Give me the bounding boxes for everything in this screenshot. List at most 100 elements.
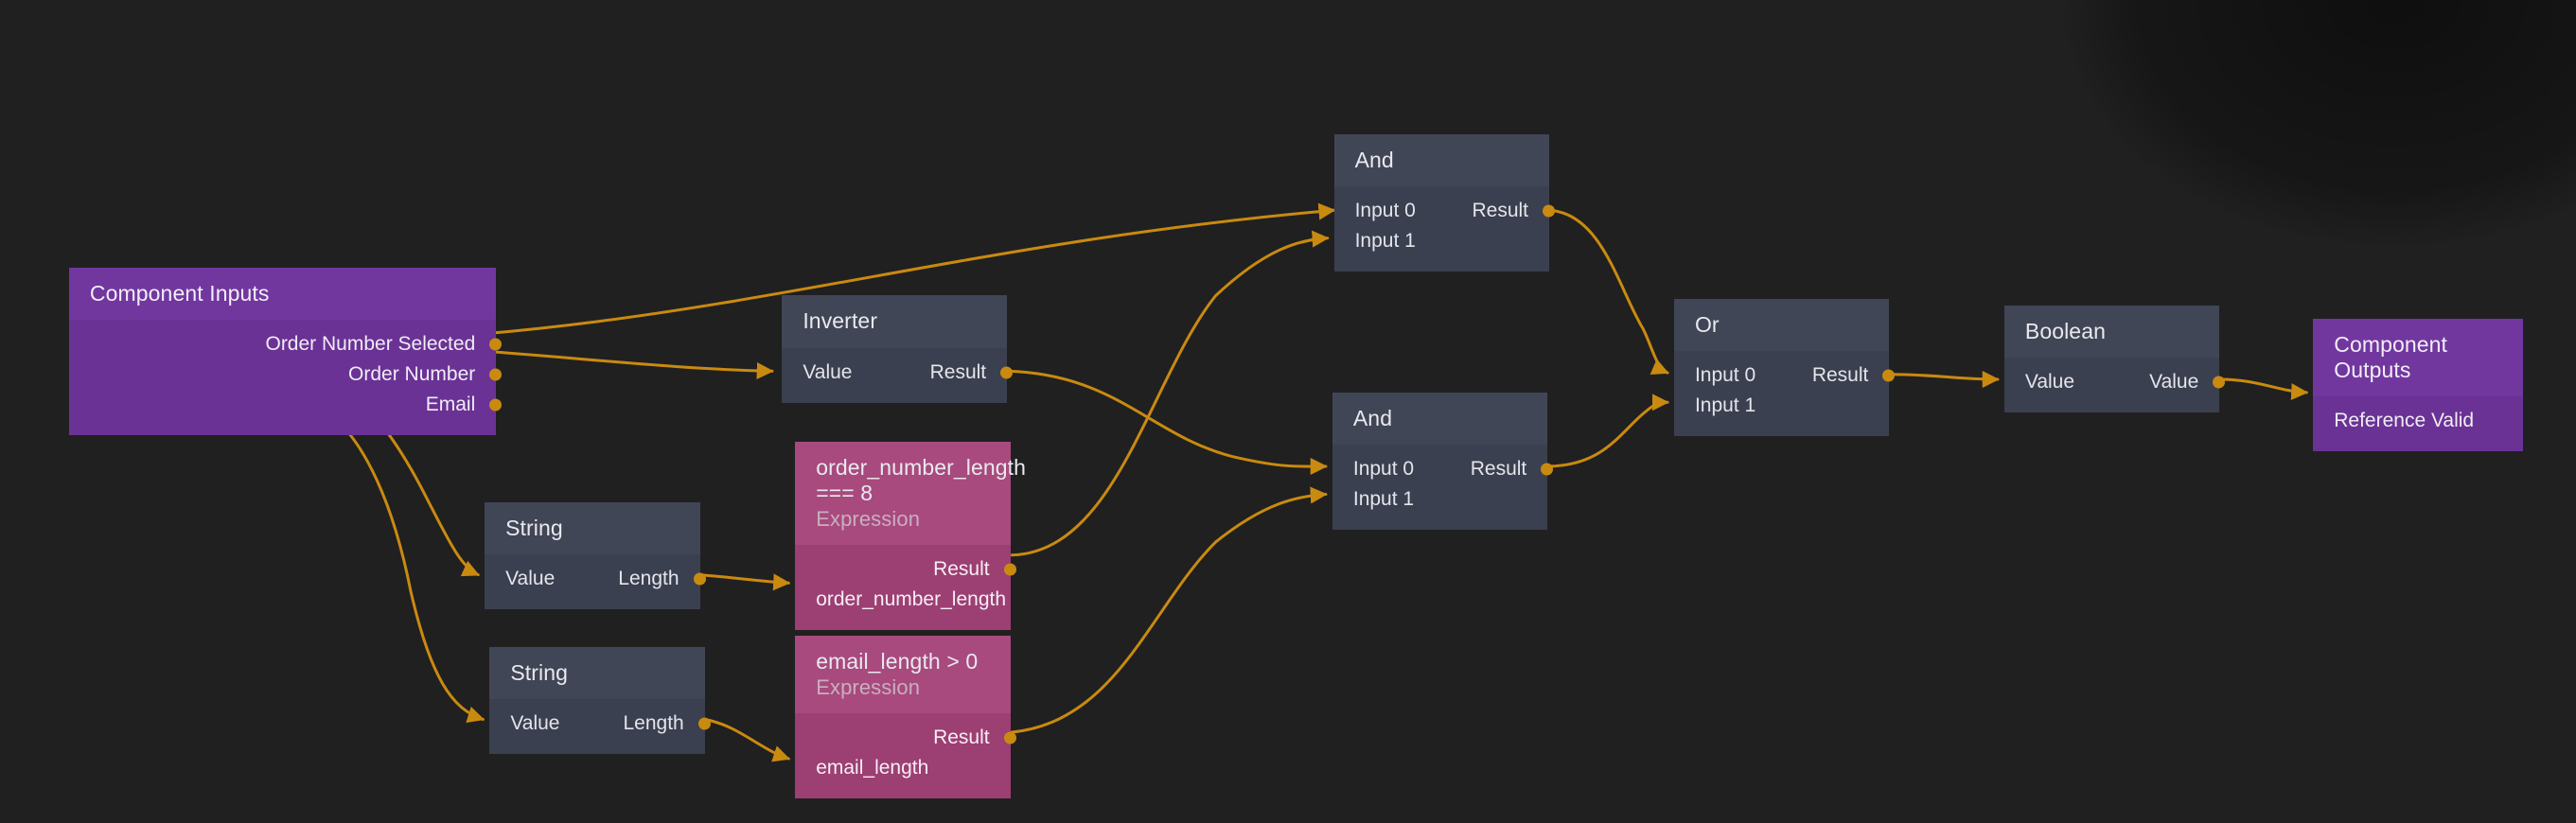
port-label-result: Result (1811, 364, 1869, 387)
port-row-input-1[interactable]: Input 1 (1332, 484, 1547, 515)
input-port-email-length[interactable]: email_length (795, 753, 1010, 783)
wire-expr1-to-and-top-in1[interactable] (1010, 230, 1330, 557)
output-port-result[interactable]: Result (795, 554, 1016, 585)
wire-inputs-email-to-string2[interactable] (294, 397, 485, 724)
node-title-text: Or (1694, 311, 1720, 337)
node-title-text: Boolean (2024, 318, 2106, 343)
port-label-value: Value (2024, 371, 2075, 393)
socket-out-result[interactable] (1541, 463, 1554, 476)
port-label-result: Result (933, 726, 990, 748)
socket-out-length[interactable] (693, 572, 706, 586)
socket-out-email[interactable] (489, 398, 503, 412)
port-label-length: Length (623, 712, 684, 735)
node-title-text: Inverter (803, 308, 878, 334)
wire-or-to-boolean[interactable] (1887, 370, 2000, 388)
output-port-result[interactable]: Result (795, 723, 1016, 753)
background-vignette (2063, 0, 2576, 246)
socket-out-result[interactable] (1000, 366, 1014, 379)
port-label-input-1: Input 1 (1694, 394, 1756, 417)
input-port-order-number-length[interactable]: order_number_length (795, 585, 1010, 615)
port-row-value[interactable]: Value Length (489, 709, 711, 739)
node-title-text: And (1354, 148, 1394, 173)
port-label-email: Email (425, 394, 476, 416)
wire-string1-to-expr1[interactable] (698, 573, 791, 591)
port-label-value: Value (505, 568, 556, 590)
socket-out-value[interactable] (2213, 376, 2226, 389)
node-subtitle-text: Expression (816, 507, 921, 532)
port-label-input-0: Input 0 (1352, 458, 1415, 481)
node-subtitle-text: Expression (816, 674, 921, 699)
socket-out-order-number[interactable] (489, 368, 503, 381)
output-port-email[interactable]: Email (69, 390, 503, 420)
node-title-boolean: Boolean (2003, 305, 2220, 358)
port-label-result: Result (1470, 458, 1527, 481)
socket-out-length[interactable] (697, 717, 711, 730)
port-label-value: Value (803, 360, 853, 383)
socket-out-order-number-selected[interactable] (489, 338, 503, 351)
port-label-reference-valid: Reference Valid (2334, 410, 2475, 432)
node-title-text: Component Inputs (89, 280, 270, 306)
wire-string2-to-expr2[interactable] (703, 717, 791, 762)
wire-inverter-to-and-bottom-in0[interactable] (1005, 369, 1328, 476)
socket-out-result[interactable] (1543, 204, 1555, 218)
input-port-reference-valid[interactable]: Reference Valid (2313, 406, 2523, 436)
node-title-component-inputs: Component Inputs (68, 267, 497, 321)
socket-out-result[interactable] (1882, 369, 1896, 382)
wire-and-top-to-or-in0[interactable] (1547, 208, 1669, 375)
port-row-input-1[interactable]: Input 1 (1674, 391, 1889, 421)
node-title-text: String (505, 516, 563, 541)
port-row-input-1[interactable]: Input 1 (1334, 226, 1549, 256)
socket-out-result[interactable] (1003, 731, 1016, 744)
port-label-value: Value (510, 712, 560, 735)
port-label-input-1: Input 1 (1354, 230, 1416, 253)
node-title-text: order_number_length === 8 (816, 454, 1027, 506)
wire-boolean-to-outputs[interactable] (2217, 377, 2309, 401)
node-title-component-outputs: Component Outputs (2313, 318, 2524, 397)
wire-and-bottom-to-or-in1[interactable] (1544, 394, 1669, 468)
output-port-order-number[interactable]: Order Number (69, 359, 503, 390)
port-label-input-0: Input 0 (1354, 200, 1416, 222)
node-body-component-outputs: Reference Valid (2313, 396, 2524, 452)
node-title-and-top: And (1333, 134, 1549, 187)
port-row-input-0[interactable]: Input 0 Result (1332, 454, 1554, 484)
wire-expr2-to-and-bottom-in1[interactable] (1009, 486, 1328, 734)
port-label-email-length: email_length (816, 756, 929, 779)
node-title-or: Or (1673, 298, 1890, 352)
port-label-order-number: Order Number (348, 363, 476, 386)
output-port-order-number-selected[interactable]: Order Number Selected (69, 329, 503, 359)
node-title-text: Component Outputs (2334, 331, 2448, 382)
port-label-input-1: Input 1 (1352, 488, 1415, 511)
socket-out-result[interactable] (1003, 563, 1016, 576)
node-body-string-email: Value Length (489, 699, 711, 755)
port-label-order-number-selected: Order Number Selected (265, 333, 476, 356)
node-title-and-bottom: And (1332, 392, 1548, 446)
